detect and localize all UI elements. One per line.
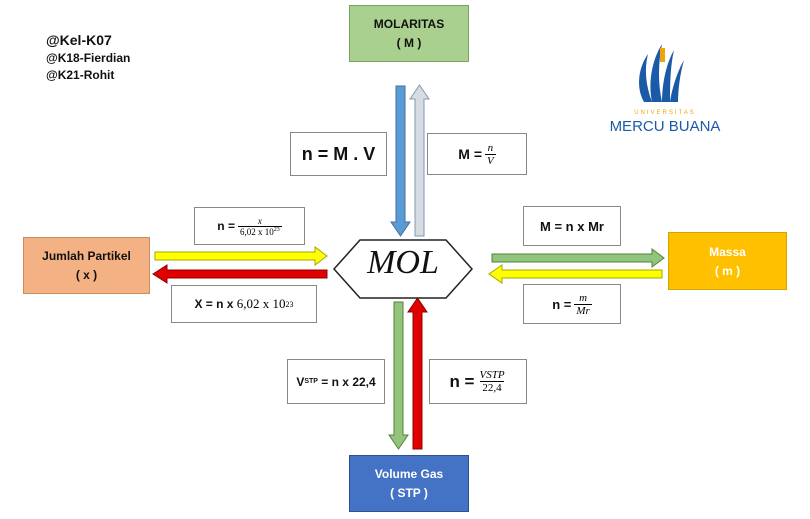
mol-label: MOL <box>367 244 439 281</box>
mercu-buana-emblem-icon <box>639 44 684 102</box>
node-massa: Massa ( m ) <box>668 232 787 290</box>
node-molaritas: MOLARITAS ( M ) <box>349 5 469 62</box>
node-partikel-title: Jumlah Partikel <box>42 249 131 263</box>
node-jumlah-partikel: Jumlah Partikel ( x ) <box>23 237 150 294</box>
mol-hexagon <box>332 239 474 299</box>
logo-name: MERCU BUANA <box>609 118 721 135</box>
arrow-mol-to-gas <box>388 301 409 450</box>
node-molaritas-sub: ( M ) <box>396 36 422 50</box>
arrow-mol-to-massa <box>491 248 665 268</box>
logo-top-text: UNIVERSITAS <box>634 110 696 116</box>
credit-line-2: @K18-Fierdian <box>46 51 131 65</box>
formula-vstp-equals-n-times-22-4: V STP = n x 22,4 <box>287 359 385 404</box>
node-massa-title: Massa <box>709 244 746 259</box>
node-molaritas-title: MOLARITAS <box>373 17 445 31</box>
arrow-molaritas-to-mol <box>390 85 411 237</box>
arrow-gas-to-mol <box>407 297 428 450</box>
university-logo: UNIVERSITAS MERCU BUANA <box>600 40 730 140</box>
arrow-massa-to-mol <box>488 264 663 284</box>
node-gas-sub: ( STP ) <box>390 486 428 500</box>
formula-m-equals-n-times-mr: M = n x Mr <box>523 206 621 246</box>
node-gas-title: Volume Gas <box>374 467 444 481</box>
node-massa-sub: ( m ) <box>714 263 741 278</box>
credit-main: @Kel-K07 <box>46 32 112 48</box>
formula-n-equals-mv: n = M . V <box>290 132 387 176</box>
arrow-mol-to-partikel <box>152 264 328 284</box>
formula-x-equals-n-times-avogadro: X = n x 6,02 x 10 23 <box>171 285 317 323</box>
credit-line-3: @K21-Rohit <box>46 68 115 82</box>
formula-n-equals-x-over-avogadro: n = x 6,02 x 1023 <box>194 207 305 245</box>
node-partikel-sub: ( x ) <box>75 268 98 282</box>
node-volume-gas: Volume Gas ( STP ) <box>349 455 469 512</box>
arrow-partikel-to-mol <box>154 246 328 266</box>
arrow-mol-to-molaritas <box>409 84 430 237</box>
